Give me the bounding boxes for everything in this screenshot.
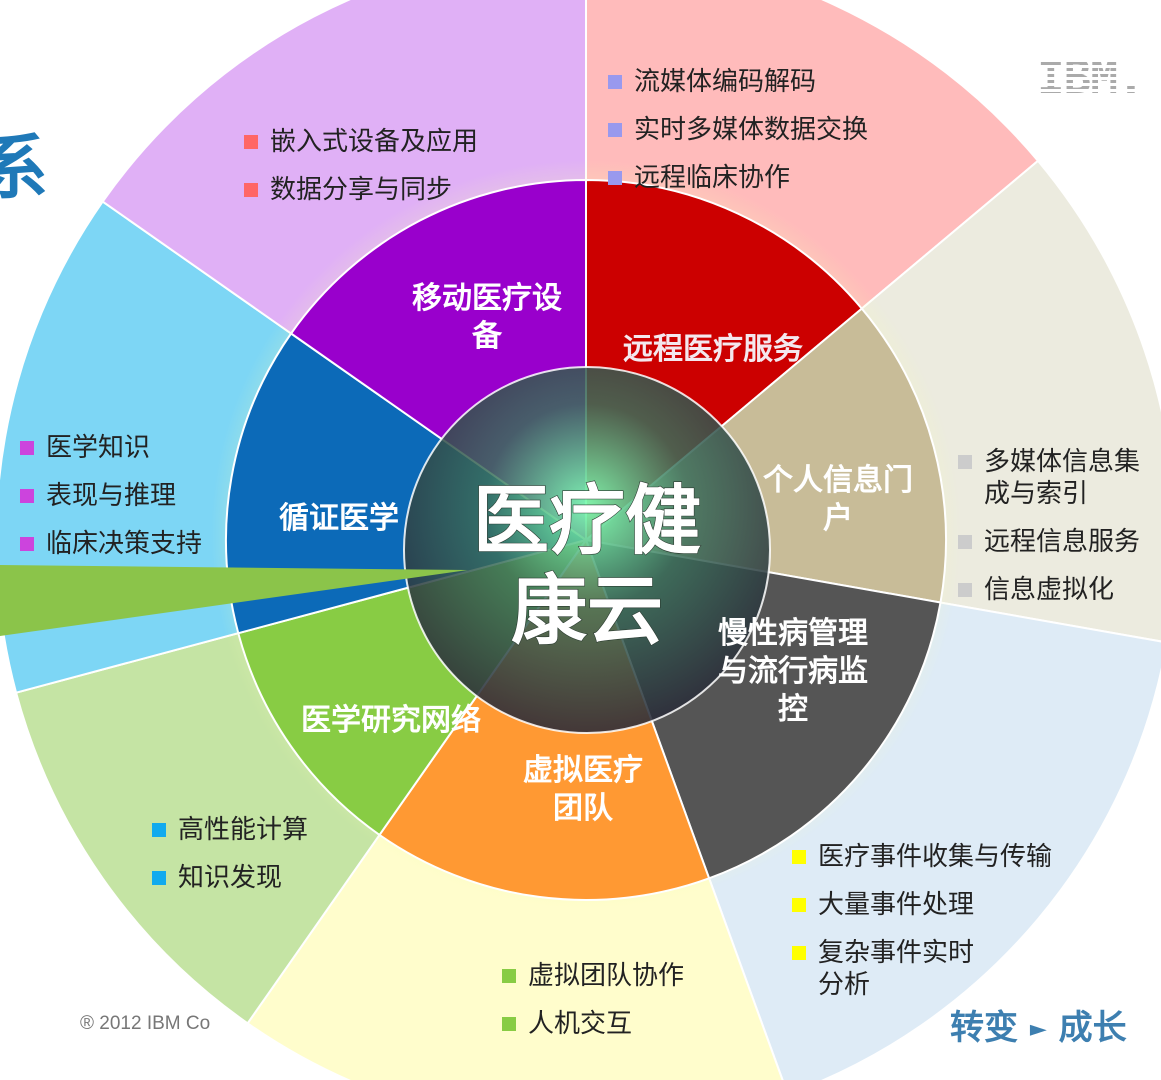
bullet-item: 医学知识 (20, 424, 202, 472)
slogan-transform: 转变 (950, 1008, 1018, 1048)
bullet-item: 虚拟团队协作 (502, 952, 684, 1000)
center-title: 医疗健康云 (473, 476, 701, 655)
bullet-square-icon (608, 123, 622, 137)
bullet-item: 流媒体编码解码 (608, 58, 868, 106)
bullet-item: 大量事件处理 (792, 881, 1072, 929)
bullet-item: 远程信息服务 (958, 518, 1158, 566)
bullet-item: 数据分享与同步 (244, 166, 478, 214)
bullet-item: 表现与推理 (20, 472, 202, 520)
bullets-remote: 流媒体编码解码实时多媒体数据交换远程临床协作 (608, 58, 868, 202)
bullet-square-icon (152, 823, 166, 837)
bullet-square-icon (958, 455, 972, 469)
bullet-square-icon (792, 850, 806, 864)
arrow-icon: ► (1029, 1017, 1047, 1042)
bullet-item: 多媒体信息集成与索引 (958, 446, 1158, 510)
center-hub (404, 367, 770, 733)
bullet-item: 远程临床协作 (608, 154, 868, 202)
bullet-square-icon (20, 441, 34, 455)
segment-label: 虚拟医疗团队 (523, 753, 643, 826)
title-fragment: 系 (0, 127, 48, 209)
bullet-square-icon (502, 1017, 516, 1031)
bullets-evidence: 医学知识表现与推理临床决策支持 (20, 424, 202, 568)
bullet-square-icon (152, 871, 166, 885)
bullet-item: 知识发现 (152, 854, 308, 902)
segment-label: 医学研究网络 (301, 703, 481, 738)
bullet-item: 复杂事件实时分析 (792, 937, 1072, 1001)
bullets-mobile: 嵌入式设备及应用数据分享与同步 (244, 118, 478, 214)
bullet-square-icon (608, 171, 622, 185)
bullets-virtual-team: 虚拟团队协作人机交互 (502, 952, 684, 1048)
bullet-square-icon (958, 535, 972, 549)
bullet-item: 实时多媒体数据交换 (608, 106, 868, 154)
bullet-square-icon (792, 898, 806, 912)
slogan: 转变 ► 成长 (950, 1000, 1127, 1049)
bullet-item: 信息虚拟化 (958, 566, 1158, 614)
segment-label: 移动医疗设备 (412, 281, 562, 354)
copyright: ® 2012 IBM Co (80, 1013, 211, 1034)
segment-label: 远程医疗服务 (623, 332, 803, 367)
bullet-square-icon (244, 135, 258, 149)
bullet-square-icon (20, 537, 34, 551)
bullet-square-icon (502, 969, 516, 983)
segment-label: 慢性病管理与流行病监控 (718, 616, 868, 727)
segment-label: 循证医学 (279, 501, 399, 536)
bullet-square-icon (608, 75, 622, 89)
bullets-chronic: 医疗事件收集与传输大量事件处理复杂事件实时分析 (792, 833, 1072, 1009)
slogan-grow: 成长 (1058, 1008, 1127, 1048)
bullet-item: 人机交互 (502, 1000, 684, 1048)
bullet-square-icon (792, 946, 806, 960)
pointer-wedge (0, 565, 468, 636)
bullet-item: 医疗事件收集与传输 (792, 833, 1072, 881)
bullet-item: 临床决策支持 (20, 520, 202, 568)
ibm-logo: IBM. (1037, 50, 1145, 104)
bullet-item: 高性能计算 (152, 806, 308, 854)
bullets-portal: 多媒体信息集成与索引远程信息服务信息虚拟化 (958, 438, 1158, 614)
segment-label: 个人信息门户 (763, 463, 913, 536)
bullet-square-icon (958, 583, 972, 597)
bullets-research: 高性能计算知识发现 (152, 806, 308, 902)
bullet-square-icon (20, 489, 34, 503)
bullet-item: 嵌入式设备及应用 (244, 118, 478, 166)
bullet-square-icon (244, 183, 258, 197)
